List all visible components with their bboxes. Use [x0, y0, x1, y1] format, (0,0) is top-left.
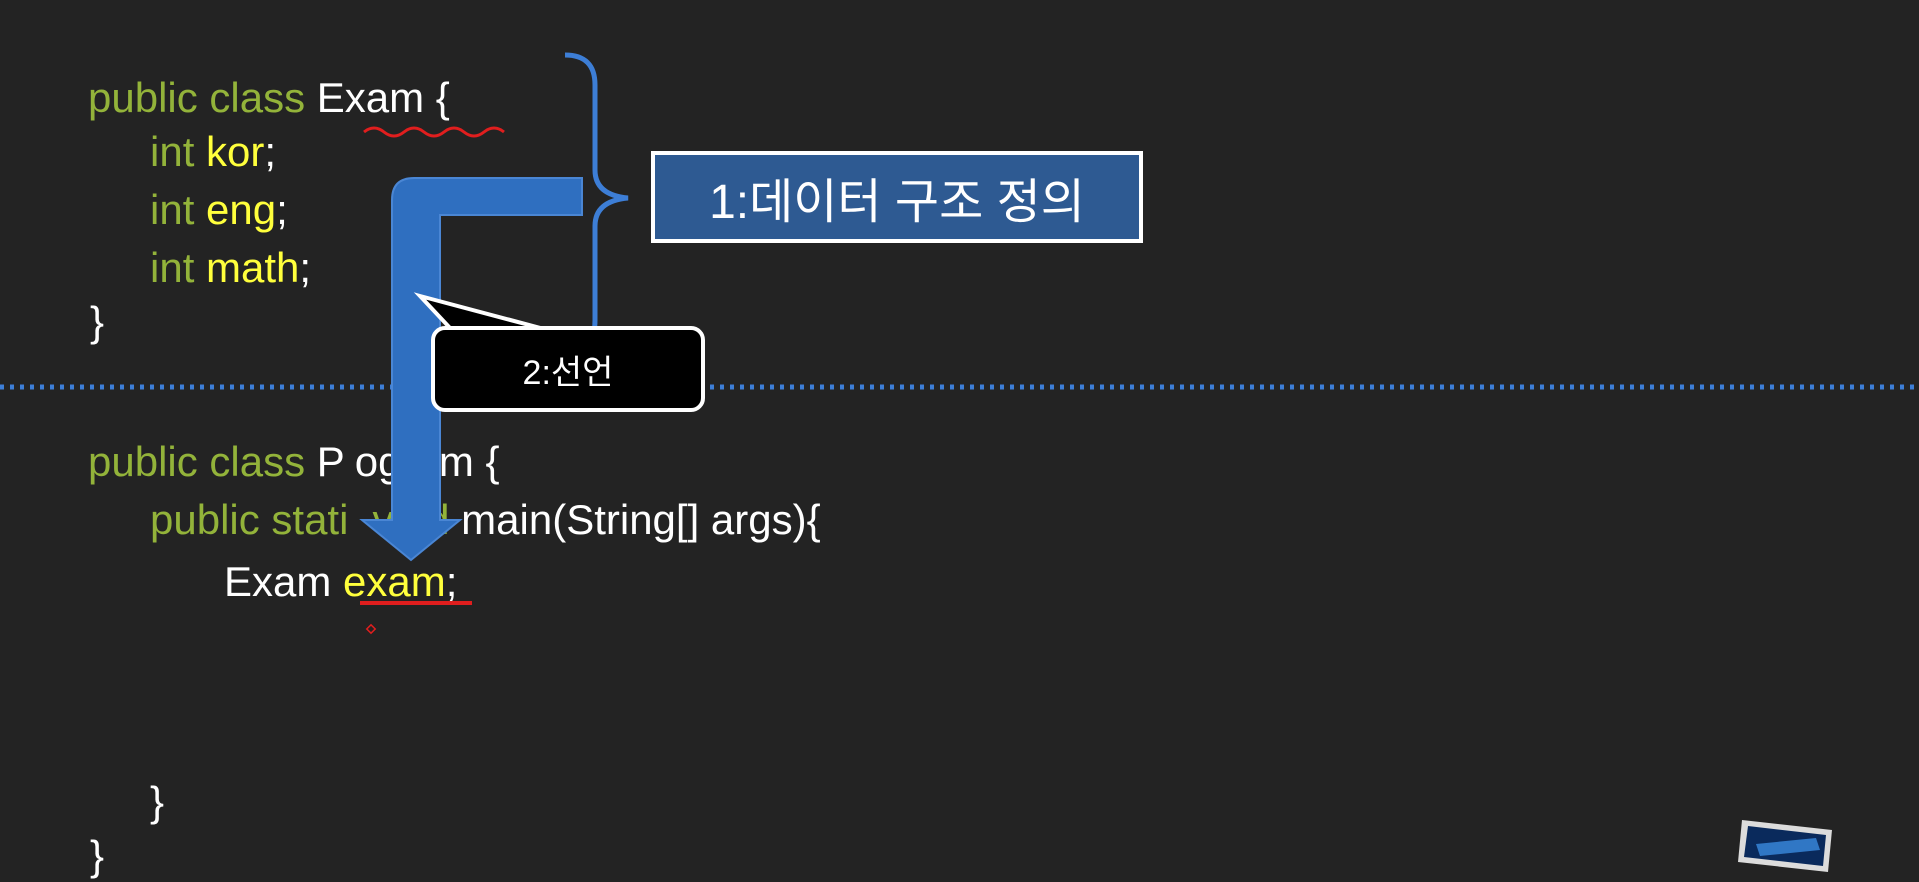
exam-close-brace: }	[90, 298, 105, 345]
decl-variable: exam	[343, 558, 446, 605]
decl-type: Exam	[224, 558, 344, 605]
field-kor-line: int kor;	[150, 126, 276, 178]
callout-declaration: 2:선언	[431, 326, 705, 412]
open-brace: {	[424, 74, 450, 121]
class-name-exam: Exam	[316, 74, 425, 121]
exam-class-line: public class Exam {	[88, 72, 450, 124]
field-name: math	[206, 244, 300, 291]
field-eng-line: int eng;	[150, 184, 288, 236]
program-class-line: public class Pogram {	[88, 436, 500, 488]
field-type: int	[150, 186, 207, 233]
semicolon: ;	[445, 558, 458, 605]
keyword-public-static: public stati	[150, 496, 349, 543]
squiggle-underline	[363, 126, 505, 138]
field-math-line: int math;	[150, 242, 311, 294]
callout-data-structure-definition: 1:데이터 구조 정의	[651, 151, 1143, 243]
keyword-public-class: public class	[88, 74, 317, 121]
main-signature: main(String[] args){	[449, 496, 821, 543]
field-type: int	[150, 128, 207, 175]
main-close-brace: }	[150, 778, 165, 825]
program-close-brace: }	[90, 832, 105, 879]
class-name-program-start: P	[316, 438, 345, 485]
corner-logo-icon	[1738, 820, 1832, 872]
keyword-public-class: public class	[88, 438, 317, 485]
error-marker	[365, 623, 377, 635]
flow-arrow	[359, 177, 583, 562]
field-name: kor	[206, 128, 265, 175]
semicolon: ;	[276, 186, 288, 233]
semicolon: ;	[299, 244, 312, 291]
semicolon: ;	[264, 128, 277, 175]
field-type: int	[150, 244, 207, 291]
field-name: eng	[206, 186, 277, 233]
main-method-line: public stativoid main(String[] args){	[150, 494, 821, 546]
declaration-line: Exam exam;	[224, 556, 457, 608]
